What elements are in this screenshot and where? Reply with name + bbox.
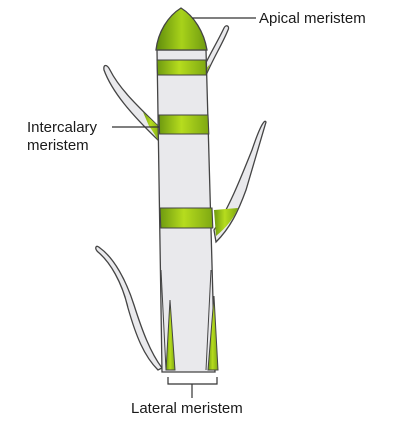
apical-tip [155,7,208,51]
leaf-middle-right-green [214,208,238,236]
band-upper [156,59,207,76]
intercalary-meristem-label-line2: meristem [27,137,89,154]
band-intercalary [158,114,210,135]
lateral-strip-right [207,295,219,371]
leaf-lower-left [95,245,163,371]
leaf-upper-left-green [143,112,160,140]
leaf-upper-left [103,64,161,142]
lateral-strip-left [165,299,176,371]
apical-meristem-label: Apical meristem [259,10,366,27]
lateral-meristem-label: Lateral meristem [131,400,243,417]
intercalary-meristem-label-line1: Intercalary [27,119,98,136]
lateral-bracket [167,377,218,398]
band-lower [159,207,214,229]
